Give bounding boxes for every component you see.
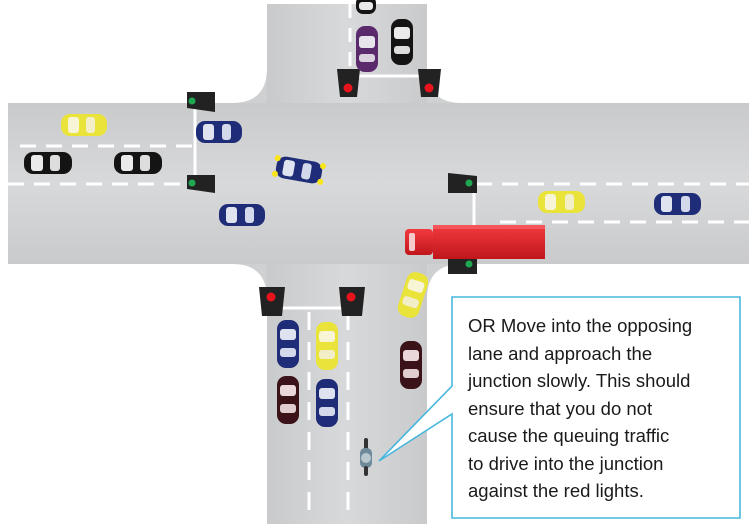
car-north-purple xyxy=(356,26,378,72)
motorcycle xyxy=(360,438,372,476)
car-south-maroon-left xyxy=(277,376,299,424)
car-north-black xyxy=(391,19,413,65)
car-turning-blue xyxy=(271,155,327,185)
callout-line: ensure that you do not xyxy=(468,397,653,419)
callout-line: lane and approach the xyxy=(468,342,653,364)
car-west-black-left xyxy=(24,152,72,174)
signal-east-top xyxy=(448,173,477,193)
vehicles xyxy=(24,0,701,476)
car-south-blue-2 xyxy=(316,379,338,427)
car-south-yellow xyxy=(316,322,338,370)
car-south-blue-1 xyxy=(277,320,299,368)
callout-line: to drive into the junction xyxy=(468,452,664,474)
car-south-yellow-diagonal xyxy=(397,272,429,318)
car-west-blue-bottom xyxy=(219,204,265,226)
signal-north-right xyxy=(418,69,441,97)
callout-line: OR Move into the opposing xyxy=(468,315,693,336)
callout-text: OR Move into the opposing lane and appro… xyxy=(468,312,730,505)
signal-west-top xyxy=(187,92,215,112)
traffic-signals xyxy=(187,69,477,316)
callout-line: junction slowly. This should xyxy=(468,370,691,391)
car-west-yellow xyxy=(61,114,107,136)
callout-box xyxy=(378,296,741,519)
car-east-yellow xyxy=(538,191,585,213)
truck-red xyxy=(405,225,545,259)
car-south-maroon-right xyxy=(400,341,422,389)
signal-west-bottom xyxy=(187,175,215,193)
signal-south-right xyxy=(339,287,365,316)
callout-line: cause the queuing traffic xyxy=(468,425,670,446)
car-north-black-top xyxy=(356,0,376,14)
callout-line: against the red lights. xyxy=(468,480,644,501)
car-east-blue xyxy=(654,193,701,215)
car-west-blue-top xyxy=(196,121,242,143)
signal-south-left xyxy=(259,287,285,316)
signal-north-left xyxy=(337,69,360,97)
car-west-black-right xyxy=(114,152,162,174)
